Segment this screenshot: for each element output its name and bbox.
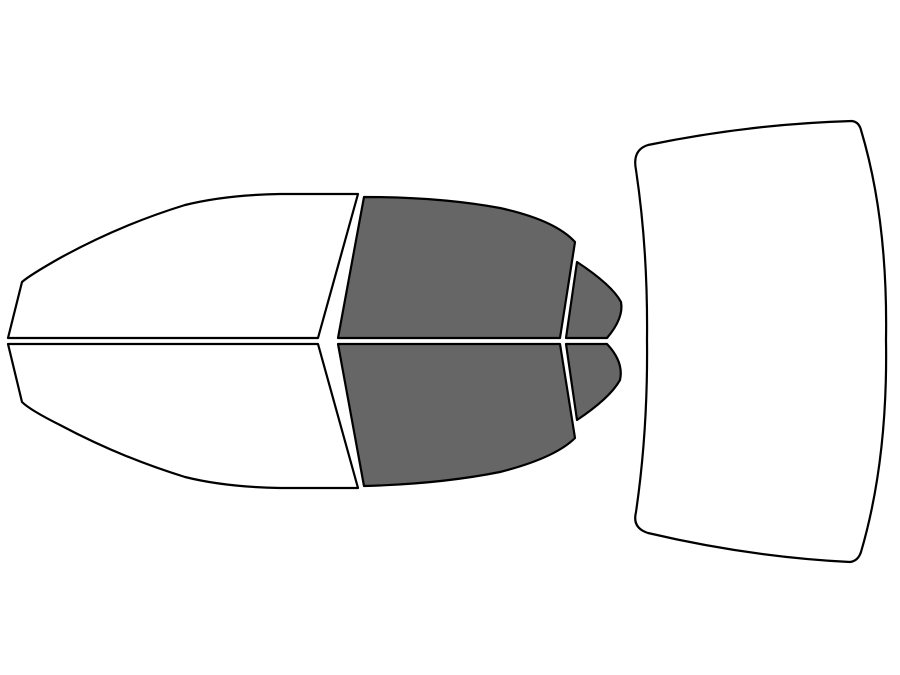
front-windshield-upper-half [6, 192, 360, 340]
front-windshield-lower-half [6, 342, 360, 490]
rear-door-window-lower [336, 342, 577, 488]
rear-door-window-upper [336, 195, 577, 340]
rear-window [634, 119, 888, 564]
rear-quarter-window-lower [564, 342, 622, 422]
rear-quarter-window-upper [564, 260, 623, 340]
